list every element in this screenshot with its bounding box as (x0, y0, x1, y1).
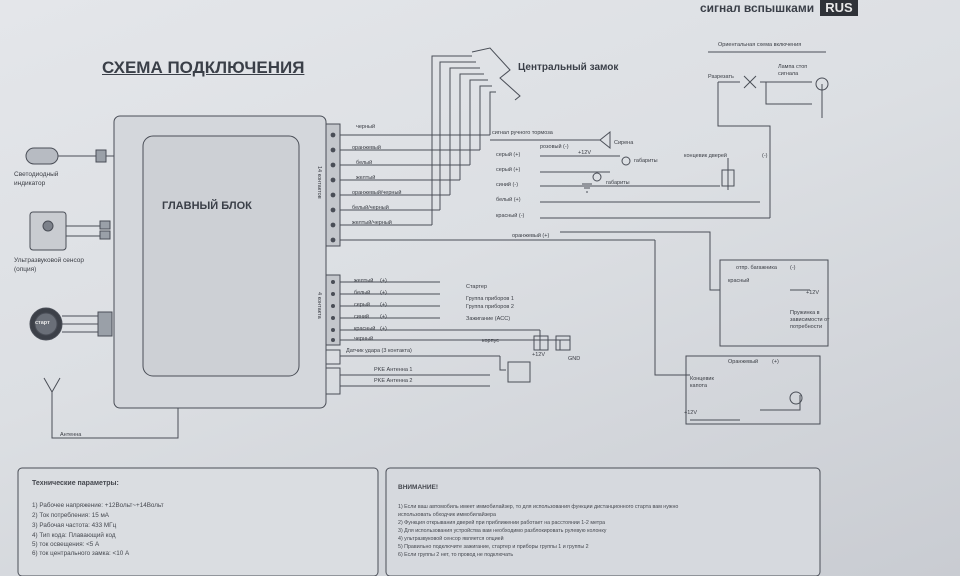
bottom-wire-function: Группа приборов 2 (466, 304, 514, 310)
spec-item: 3) Рабочая частота: 433 МГц (32, 522, 117, 529)
warning-item: использовать обходчик иммобилайзера (398, 512, 496, 518)
header-text: сигнал вспышками (700, 1, 815, 15)
spec-item: 4) Тип кода: Плавающий код (32, 532, 116, 539)
bottom-wire-color: серый (354, 302, 370, 308)
spec-item: 2) Ток потребления: 15 мА (32, 512, 109, 519)
main-unit-label: ГЛАВНЫЙ БЛОК (162, 200, 252, 212)
warning-item: 6) Если группы 2 нет, то провод не подкл… (398, 552, 514, 558)
trunk-red: красный (728, 278, 750, 284)
top-wire-color: желтый/черный (352, 220, 392, 226)
warning-item: 3) Для использования устройства вам необ… (398, 528, 607, 534)
top-wire-function: сигнал ручного тормоза (492, 130, 553, 136)
top-wire-function: розовый (-) (540, 144, 569, 150)
cut-label: Разрезать (708, 74, 734, 80)
bottom-wire-function: корпус (482, 338, 500, 344)
brake-lamp-label: Лампа стоп сигнала (778, 64, 808, 77)
spec-item: 6) ток центрального замка: <10 А (32, 550, 130, 557)
lang-badge: RUS (820, 0, 858, 16)
top-connector-label: 14 контактов (316, 166, 322, 199)
bottom-wire-polarity: (+) (380, 314, 387, 320)
spec-item: 5) ток освещения: <5 А (32, 541, 100, 548)
hood-color: Оранжевый (728, 359, 759, 365)
bottom-wire-function: Стартер (466, 284, 488, 290)
bottom-wire-polarity: (+) (380, 278, 387, 284)
top-wire-color: оранжевый (352, 145, 381, 151)
warning-item: 2) Функция открывания дверей при приближ… (398, 520, 606, 526)
door-switch-polarity: (-) (762, 153, 768, 159)
warning-item: 1) Если ваш автомобиль имеет иммобилайзе… (398, 504, 679, 510)
top-wire-color: белый/черный (352, 205, 389, 211)
hood-plus12: +12V (684, 410, 697, 416)
spec-item: 1) Рабочее напряжение: +12Вольт~+14Вольт (32, 502, 164, 509)
pke2-label: PKE Антенна 2 (374, 378, 413, 384)
bottom-wire-function: Группа приборов 1 (466, 296, 514, 302)
plus12-label: +12V (578, 150, 591, 156)
top-wire-color: оранжевый/черный (352, 190, 402, 196)
bottom-wire-color: белый (354, 290, 371, 296)
start-button-label: старт (35, 320, 50, 326)
bottom-wire-color: синий (354, 314, 370, 320)
trunk-note: Пружинка в зависимости от потребности (790, 310, 830, 330)
antenna-label: Антенна (60, 432, 82, 438)
led-label: Светодиодный индикатор (14, 171, 59, 187)
hood-switch-label: Концевик капота (690, 376, 714, 389)
top-wire-function: белый (+) (496, 197, 521, 203)
gabarity-label: габариты (634, 158, 658, 164)
ultrasonic-label: Ультразвуковой сенсор (опция) (14, 257, 85, 273)
gabarity-label: габариты (606, 180, 630, 186)
warning-item: 4) ультразвуковой сенсор является опцией (398, 536, 504, 542)
gnd-label: GND (568, 356, 581, 362)
hood-polarity: (+) (772, 359, 779, 365)
top-wire-color: белый (356, 160, 373, 166)
plus12v-label: +12V (532, 352, 545, 358)
door-switch-label: концевик дверей (684, 153, 727, 159)
bottom-wire-color: красный (354, 326, 376, 332)
light-schema-title: Ориентальная схема включения (718, 42, 802, 48)
pke1-label: PKE Антенна 1 (374, 367, 413, 373)
bottom-wire-color: черный (354, 336, 374, 342)
top-wire-function: красный (-) (496, 213, 525, 219)
bottom-wire-color: желтый (354, 278, 374, 284)
bottom-wire-function: Зажигание (ACC) (466, 316, 511, 322)
sensor-label: Датчик удара (3 контакта) (346, 348, 412, 354)
warning-panel: ВНИМАНИЕ! 1) Если ваш автомобиль имеет и… (386, 468, 820, 576)
bottom-wire-polarity: (+) (380, 302, 387, 308)
specs-title: Технические параметры: (32, 480, 119, 487)
top-wire-function: серый (+) (496, 167, 521, 173)
top-wire-color: черный (356, 124, 376, 130)
top-wire-function: синий (-) (496, 182, 519, 188)
warning-item: 5) Правильно подключите зажигание, старт… (398, 544, 589, 550)
trunk-plus12: +12V (806, 290, 819, 296)
siren-label: Сирена (614, 140, 634, 146)
warning-title: ВНИМАНИЕ! (398, 484, 439, 491)
trunk-title: отпр. багажника (736, 265, 777, 271)
trunk-polarity: (-) (790, 265, 796, 271)
top-wire-function: серый (+) (496, 152, 521, 158)
bottom-connector-label: 4 контакта (316, 292, 322, 319)
central-lock-label: Центральный замок (518, 62, 619, 73)
top-wire-color: желтый (356, 175, 376, 181)
specs-panel: Технические параметры: 1) Рабочее напряж… (18, 468, 378, 576)
diagram-title: СХЕМА ПОДКЛЮЧЕНИЯ (102, 58, 305, 77)
bottom-wire-polarity: (+) (380, 326, 387, 332)
top-wire-function: оранжевый (+) (512, 233, 550, 239)
bottom-wire-polarity: (+) (380, 290, 387, 296)
